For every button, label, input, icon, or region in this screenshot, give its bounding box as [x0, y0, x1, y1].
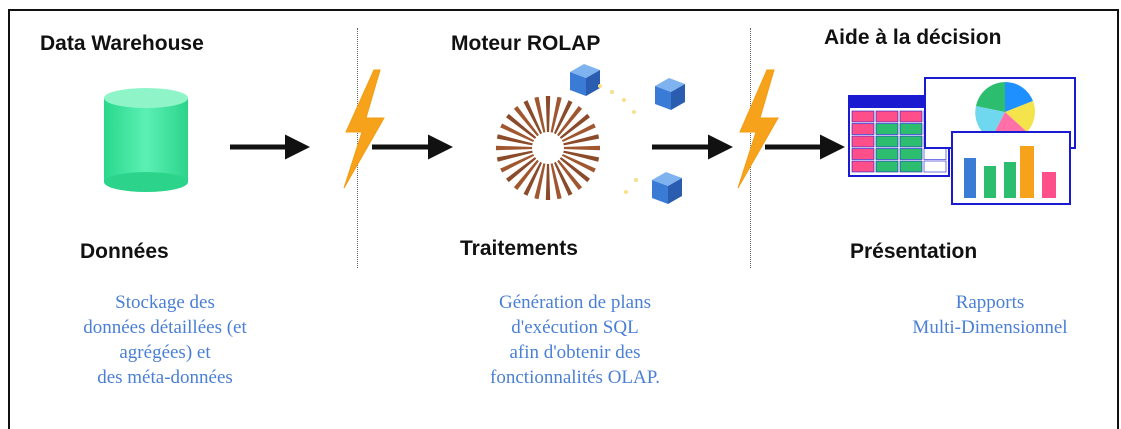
engine-spoke [500, 153, 536, 173]
column-title-moteur-rolap: Moteur ROLAP [451, 32, 601, 55]
engine-spoke [506, 113, 538, 141]
column-description-1: Stockage des données détaillées (et agré… [25, 290, 305, 390]
engine-spoke [550, 96, 562, 135]
description-line: Génération de plans [499, 292, 651, 313]
description-line: données détaillées (et [83, 317, 247, 338]
description-line: des méta-données [97, 367, 233, 388]
engine-spoke [496, 145, 534, 151]
column-subtitle-traitements: Traitements [460, 237, 578, 260]
spreadsheet-cell [899, 148, 923, 160]
engine-spoke [558, 113, 590, 141]
bar-chart-icon [951, 131, 1071, 205]
column-title-data-warehouse: Data Warehouse [40, 32, 204, 55]
cube-icon [655, 78, 685, 110]
engine-spoke [553, 100, 573, 136]
engine-spoke [560, 153, 596, 173]
cube-icon [570, 64, 600, 96]
spreadsheet-cell [875, 135, 899, 148]
spreadsheet-cell [923, 148, 947, 160]
spreadsheet-cell [899, 160, 923, 173]
lightning-icon [737, 69, 779, 189]
column-subtitle-donnees: Données [80, 240, 169, 263]
spreadsheet-cell [899, 135, 923, 148]
engine-spoke [534, 96, 546, 135]
spreadsheet-cell [899, 123, 923, 135]
column-description-3: Rapports Multi-Dimensionnel [860, 290, 1120, 340]
sparkle-dots [598, 84, 638, 194]
cube-icon [652, 172, 682, 204]
description-line: fonctionnalités OLAP. [490, 367, 660, 388]
engine-spoke [545, 162, 551, 200]
spreadsheet-cell [851, 123, 875, 135]
engine-spoke [500, 123, 536, 143]
engine-spoke [523, 100, 543, 136]
engine-spoke [561, 134, 600, 146]
description-line: Stockage des [115, 292, 215, 313]
engine-spoke [555, 158, 583, 190]
engine-spoke [506, 155, 538, 183]
engine-spoke [523, 160, 543, 196]
engine-spoke [496, 150, 535, 162]
spreadsheet-cell [899, 110, 923, 123]
engine-spoke [513, 158, 541, 190]
engine-spoke [513, 106, 541, 138]
engine-spoke [555, 106, 583, 138]
spreadsheet-cell [875, 110, 899, 123]
spreadsheet-cell [851, 148, 875, 160]
column-title-aide-decision: Aide à la décision [824, 26, 1002, 49]
engine-spoke [550, 161, 562, 200]
engine-spoke [496, 134, 535, 146]
description-line: Rapports [955, 292, 1025, 313]
spreadsheet-cell [875, 123, 899, 135]
column-subtitle-presentation: Présentation [850, 240, 978, 263]
column-description-2: Génération de plans d'exécution SQL afin… [420, 290, 730, 390]
lightning-icon [343, 69, 385, 189]
diagram-frame [8, 9, 1119, 429]
spreadsheet-cell [875, 160, 899, 173]
description-line: agrégées) et [119, 342, 211, 363]
description-line: Multi-Dimensionnel [912, 317, 1068, 338]
description-line: d'exécution SQL [511, 317, 639, 338]
engine-spoke [561, 150, 600, 162]
engine-hub [532, 132, 564, 164]
spreadsheet-cell [923, 160, 947, 173]
engine-spoke [558, 155, 590, 183]
database-cylinder-icon [104, 88, 188, 192]
engine-spoke [545, 96, 551, 134]
spreadsheet-cell [875, 148, 899, 160]
engine-spoke [553, 160, 573, 196]
engine-spoke [560, 123, 596, 143]
engine-spoke [562, 145, 600, 151]
spreadsheet-cell [851, 135, 875, 148]
engine-spoke [534, 161, 546, 200]
rolap-engine-icon [496, 96, 600, 200]
spreadsheet-cell [851, 160, 875, 173]
description-line: afin d'obtenir des [509, 342, 641, 363]
spreadsheet-cell [851, 110, 875, 123]
